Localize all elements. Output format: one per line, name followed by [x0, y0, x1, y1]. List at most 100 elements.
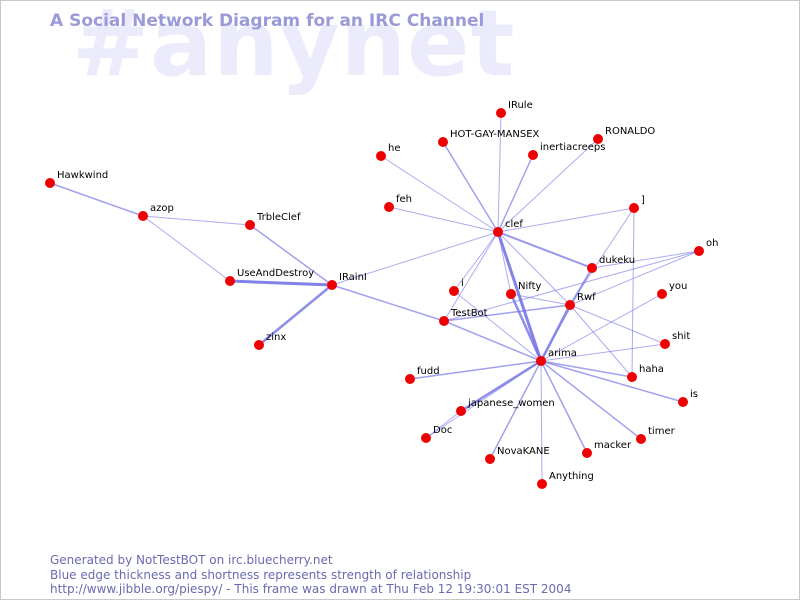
node-dot	[636, 434, 646, 444]
node-dukeku: dukeku	[587, 255, 635, 273]
node-dot	[254, 340, 264, 350]
node-label: NovaKANE	[497, 446, 550, 457]
edge-clef-irule	[497, 112, 502, 233]
node-label: arima	[548, 348, 577, 359]
edge-oh-testbot	[443, 250, 700, 322]
node-dot	[528, 150, 538, 160]
footer-generator-line: Generated by NotTestBOT on irc.bluecherr…	[50, 553, 333, 567]
edge-iraini-clef	[331, 231, 499, 286]
edge-trbleclef-iraini	[249, 224, 333, 286]
node-dot	[438, 137, 448, 147]
node-dot	[245, 220, 255, 230]
node-label: he	[388, 143, 401, 154]
node-label: dukeku	[599, 255, 635, 266]
node-label: japanese_women	[467, 398, 555, 409]
edge-arima-doc	[425, 360, 542, 439]
node-dot	[537, 479, 547, 489]
node-label: macker	[594, 440, 632, 451]
node-oh: oh	[694, 238, 718, 256]
node-useanddestroy: UseAndDestroy	[225, 268, 314, 286]
node-label: Doc	[433, 425, 452, 436]
node-dot	[660, 339, 670, 349]
node-testbot: TestBot	[439, 308, 488, 326]
node-label: UseAndDestroy	[237, 268, 314, 279]
edge-arima-novakane	[489, 360, 542, 460]
node-label: Rwf	[577, 292, 596, 303]
edge-clef-arima	[496, 230, 543, 363]
edge-bracket-haha	[631, 207, 635, 378]
edge-rwf-testbot	[443, 304, 571, 322]
node-dot	[582, 448, 592, 458]
node-label: oh	[706, 238, 718, 249]
node-dot	[439, 316, 449, 326]
node-shit: shit	[660, 331, 690, 349]
node-dot	[627, 372, 637, 382]
node-dot	[376, 151, 386, 161]
node-haha: haha	[627, 364, 664, 382]
edge-iraini-testbot	[331, 284, 445, 322]
node-macker: macker	[582, 440, 632, 458]
node-label: ]	[641, 195, 645, 206]
node-zinx: zinx	[254, 332, 286, 350]
node-label: TrbleClef	[256, 212, 301, 223]
edge-clef-inertiacreeps	[497, 154, 534, 233]
node-label: Nifty	[518, 281, 542, 292]
node-dot	[493, 227, 503, 237]
node-ronaldo: RONALDO	[593, 126, 655, 144]
node-irule: IRule	[496, 100, 533, 118]
node-label: inertiacreeps	[540, 142, 605, 153]
footer-legend-line: Blue edge thickness and shortness repres…	[50, 567, 472, 582]
node-label: Anything	[549, 471, 594, 482]
edge-rwf-haha	[569, 304, 633, 378]
node-label: azop	[150, 203, 174, 214]
edge-hawkwind-azop	[49, 182, 144, 217]
node-dot	[405, 374, 415, 384]
edge-clef-rwf	[497, 231, 571, 306]
edge-arima-fudd	[409, 360, 542, 380]
edge-arima-anything	[540, 360, 543, 485]
node-dot	[587, 263, 597, 273]
node-doc: Doc	[421, 425, 452, 443]
node-timer: timer	[636, 426, 676, 444]
edge-clef-hot-gay-mansex	[442, 141, 499, 233]
node-label: IRainI	[339, 272, 367, 283]
node-iraini: IRainI	[327, 272, 367, 290]
edge-arima-is	[540, 360, 684, 403]
node-clef: clef	[493, 219, 523, 237]
node-label: TestBot	[450, 308, 488, 319]
node-label: fudd	[417, 366, 440, 377]
node-novakane: NovaKANE	[485, 446, 550, 464]
node-feh: feh	[384, 194, 412, 212]
edge-rwf-nifty	[510, 293, 571, 306]
node-dot	[384, 202, 394, 212]
node-dot	[485, 454, 495, 464]
node-dot	[449, 286, 459, 296]
channel-watermark: #anynet	[72, 0, 516, 97]
node-dot	[225, 276, 235, 286]
edge-clef-i	[453, 231, 499, 292]
node-japanese-women: japanese_women	[456, 398, 555, 416]
edge-rwf-arima	[539, 303, 572, 363]
node-hot-gay-mansex: HOT-GAY-MANSEX	[438, 129, 540, 147]
node-arima: arima	[536, 348, 577, 366]
node-label: haha	[639, 364, 664, 375]
edge-arima-haha	[540, 360, 633, 378]
node-dot	[456, 406, 466, 416]
node-i: i	[449, 278, 464, 296]
node-label: IRule	[508, 100, 533, 111]
footer-url-line: http://www.jibble.org/piespy/ - This fra…	[50, 582, 572, 596]
edge-rwf-shit	[569, 304, 666, 345]
edge-iraini-zinx	[257, 283, 334, 347]
node-nifty: Nifty	[506, 281, 542, 299]
edge-azop-trbleclef	[142, 215, 251, 226]
edge-useanddestroy-iraini	[228, 279, 334, 287]
edge-clef-testbot	[443, 231, 499, 322]
node-label: zinx	[266, 332, 286, 343]
node-fudd: fudd	[405, 366, 440, 384]
node-dot	[421, 433, 431, 443]
edges-layer	[49, 112, 700, 485]
node-label: RONALDO	[605, 126, 655, 137]
node-dot	[138, 211, 148, 221]
node-dot	[45, 178, 55, 188]
